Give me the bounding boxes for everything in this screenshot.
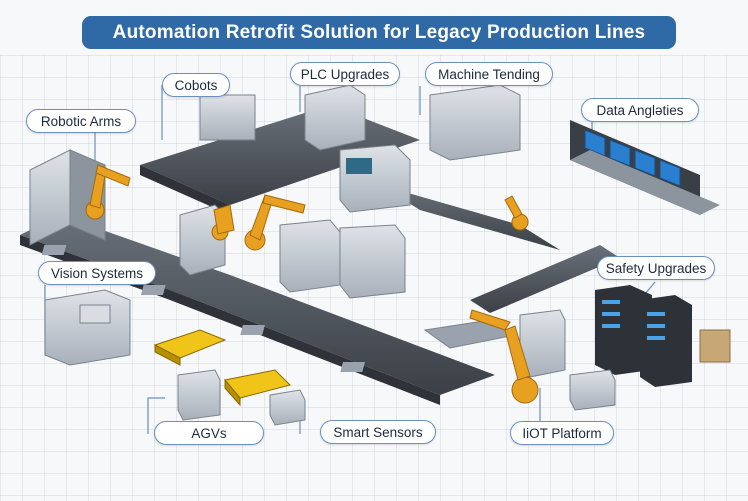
left-machines <box>29 149 131 366</box>
server-racks <box>595 285 731 387</box>
label-plc-upgrades: PLC Upgrades <box>290 62 400 86</box>
label-data-analytics: Data Anglәties <box>581 98 699 122</box>
label-safety-upgrades: Safety Upgrades <box>597 256 715 280</box>
analytics-station <box>570 120 720 215</box>
robot-arms <box>85 164 539 404</box>
label-cobots: Cobots <box>162 73 230 97</box>
page-title: Automation Retrofit Solution for Legacy … <box>82 16 676 49</box>
agvs <box>153 329 291 407</box>
label-agvs: AGVs <box>154 421 264 445</box>
label-iiot-platform: IiOT Platform <box>510 421 614 445</box>
right-conveyor <box>380 185 620 313</box>
top-machines <box>199 84 521 161</box>
label-smart-sensors: Smart Sensors <box>320 420 436 444</box>
center-machines <box>179 144 566 379</box>
label-vision-systems: Vision Systems <box>38 261 156 285</box>
label-machine-tending: Machine Tending <box>425 62 553 86</box>
label-robotic-arms: Robotic Arms <box>26 109 136 133</box>
front-devices <box>177 369 616 426</box>
